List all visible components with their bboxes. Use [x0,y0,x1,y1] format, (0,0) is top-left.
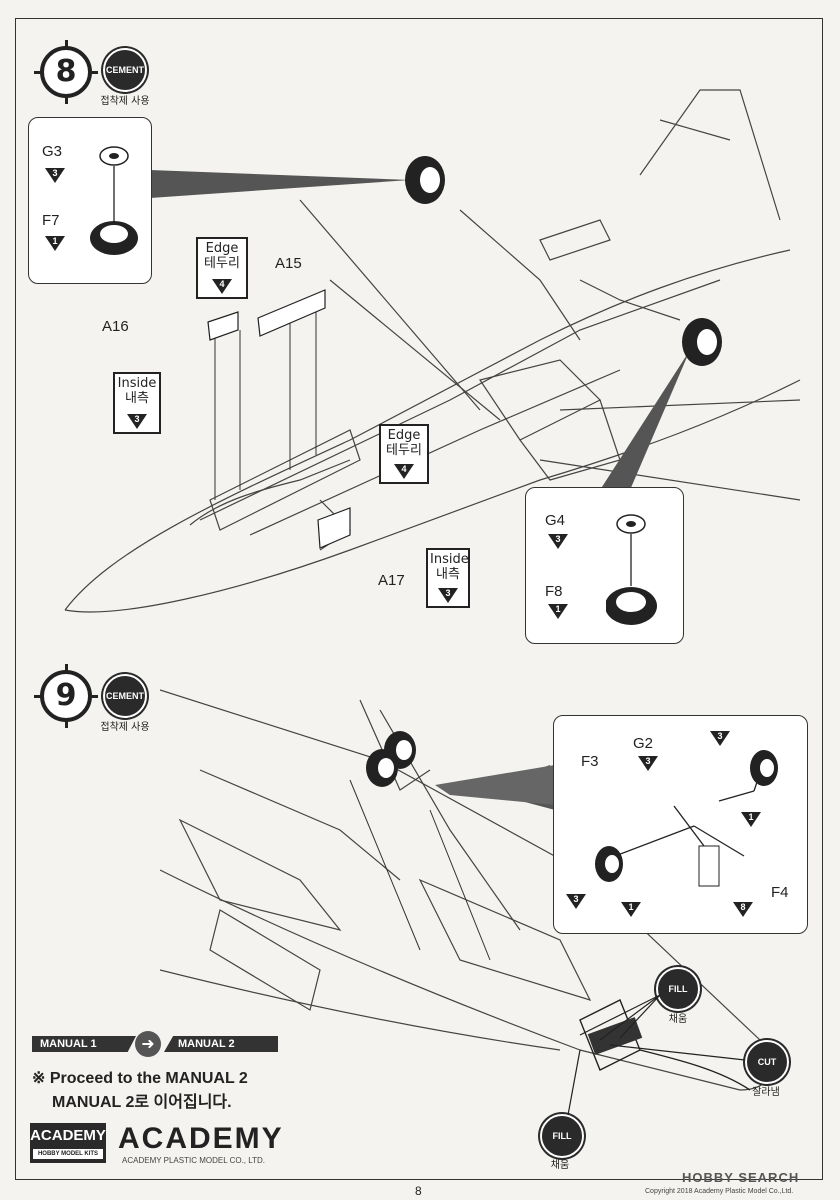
part-label-a16: A16 [102,318,129,335]
count-g4: 3 [555,534,561,544]
academy-badge-title: ACADEMY [30,1127,106,1144]
count-g3: 3 [52,168,58,178]
count-triangle-bottom-8: 8 [733,902,753,917]
callout-inside-2: Inside 내측 3 [426,548,470,608]
count-triangle-f8: 1 [548,604,568,619]
callout-inside-1-count: 3 [134,414,140,424]
cut-caption: 잘라냄 [752,1087,780,1098]
count-triangle-g3: 3 [45,168,65,183]
count-bottom-3: 3 [573,894,579,904]
callout-inside-1-ko: 내측 [125,391,149,406]
arrow-right-icon: ➜ [135,1031,161,1057]
fill-cut-leader-lines [567,994,746,1116]
cement-badge-9: CEMENT [103,674,147,718]
callout-edge-2-ko: 테두리 [386,443,422,458]
count-bottom-8: 8 [740,902,746,912]
part-label-g4: G4 [545,512,566,529]
callout-edge-1: Edge 테두리 4 [196,237,248,299]
wheel-assembly-graphic-2 [606,514,657,625]
count-triangle-bottom-1: 1 [621,902,641,917]
part-label-g3: G3 [42,143,63,160]
callout-edge-2-count-triangle: 4 [394,464,414,479]
part-label-a17: A17 [378,572,405,589]
callout-inside-2-en: Inside [430,552,469,567]
callout-inside-2-count-triangle: 3 [438,588,458,603]
copyright: Copyright 2018 Academy Plastic Model Co.… [645,1188,794,1195]
academy-logo: ACADEMY [118,1122,284,1155]
aircraft-drawing-step8 [64,89,801,613]
part-label-f7: F7 [42,212,60,229]
count-triangle-top-right: 3 [710,731,730,746]
callout-edge-1-ko: 테두리 [204,256,240,271]
academy-badge: ACADEMY HOBBY MODEL KITS [30,1123,106,1163]
callout-inside-2-ko: 내측 [436,567,460,582]
cut-badge: CUT [745,1040,789,1084]
count-triangle-right-1: 1 [741,812,761,827]
count-top-right: 3 [717,731,723,741]
cement-badge-8: CEMENT [103,48,147,92]
callout-edge-1-count-triangle: 4 [212,279,232,294]
inset-nose-gear [553,715,808,934]
fill-caption-top: 채움 [668,1014,688,1025]
inset-wheel-g4-f8 [525,487,684,644]
count-f8: 1 [555,604,561,614]
manual-2-bar: MANUAL 2 [164,1036,278,1052]
academy-badge-sub: HOBBY MODEL KITS [33,1149,103,1159]
part-label-f3: F3 [581,753,599,770]
part-label-a15: A15 [275,255,302,272]
step-8-number: 8 [34,40,98,104]
part-label-g2: G2 [633,735,654,752]
count-right-1: 1 [748,812,754,822]
hobby-search-watermark: HOBBY SEARCH [682,1170,800,1185]
count-triangle-bottom-3: 3 [566,894,586,909]
callout-edge-2: Edge 테두리 4 [379,424,429,484]
step-9-number: 9 [34,664,98,728]
inset-wheel-g3-f7 [28,117,152,284]
callout-edge-2-en: Edge [387,428,421,443]
nose-gear-graphic [595,750,778,887]
fill-caption-bottom: 채움 [550,1160,570,1171]
callout-inside-2-count: 3 [445,588,451,598]
callout-inside-1: Inside 내측 3 [113,372,161,434]
count-g2: 3 [645,756,651,766]
callout-edge-1-count: 4 [219,279,225,289]
aircraft-drawing-step9 [160,689,771,1091]
count-triangle-g2: 3 [638,756,658,771]
academy-logo-sub: ACADEMY PLASTIC MODEL CO., LTD. [122,1156,265,1165]
callout-inside-1-en: Inside [117,376,157,391]
callout-edge-1-en: Edge [205,241,239,256]
page-frame [15,18,823,1180]
fill-badge-bottom: FILL [540,1114,584,1158]
cement-caption-8: 접착제 사용 [100,96,150,107]
proceed-korean: MANUAL 2로 이어집니다. [52,1094,232,1111]
proceed-english: ※ Proceed to the MANUAL 2 [32,1070,248,1087]
count-triangle-g4: 3 [548,534,568,549]
manual-1-bar: MANUAL 1 [32,1036,136,1052]
cement-caption-9: 접착제 사용 [100,722,150,733]
callout-edge-2-count: 4 [401,464,407,474]
count-triangle-f7: 1 [45,236,65,251]
part-label-f8: F8 [545,583,563,600]
fill-badge-top: FILL [656,967,700,1011]
wheel-assembly-graphic [90,146,138,255]
part-label-f4: F4 [771,884,789,901]
callout-inside-1-count-triangle: 3 [127,414,147,429]
count-f7: 1 [52,236,58,246]
page-number: 8 [415,1184,422,1198]
count-bottom-1: 1 [628,902,634,912]
